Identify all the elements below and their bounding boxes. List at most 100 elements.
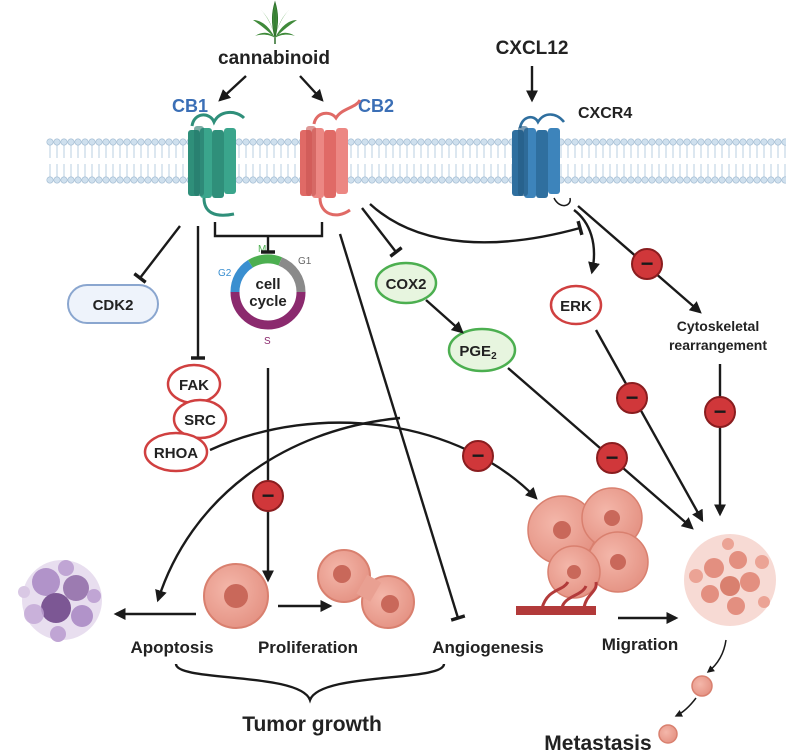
cytoskeletal-label-line2: rearrangement <box>669 337 767 353</box>
cb2-receptor <box>300 99 362 217</box>
lipid-head <box>606 138 614 146</box>
lipid-head <box>781 176 786 184</box>
inhibit-badge-cxcr4-cyto: − <box>631 248 663 280</box>
lipid-head <box>655 176 663 184</box>
lipid-head <box>375 138 383 146</box>
cdk2-node: CDK2 <box>67 284 159 324</box>
cannabis-leaf-icon <box>253 0 297 44</box>
lipid-head <box>746 176 754 184</box>
arrow-cannabinoid-to-cb2 <box>299 75 324 102</box>
metastatic-cell-small-2 <box>658 724 678 744</box>
tumor-growth-brace <box>174 663 446 704</box>
arrow-metastasis-1 <box>706 639 727 673</box>
lipid-head <box>368 138 376 146</box>
lipid-head <box>270 138 278 146</box>
bracket-cb1-cb2 <box>213 222 324 238</box>
apoptotic-cell-illustration <box>18 560 102 642</box>
lipid-head <box>284 176 292 184</box>
lipid-head <box>179 176 187 184</box>
cxcl12-label: CXCL12 <box>496 38 569 59</box>
lipid-head <box>655 138 663 146</box>
lipid-head <box>676 138 684 146</box>
fak-label: FAK <box>179 377 209 394</box>
lipid-head <box>613 176 621 184</box>
lipid-head <box>711 176 719 184</box>
lipid-head <box>466 138 474 146</box>
lipid-head <box>585 176 593 184</box>
src-label: SRC <box>184 412 216 429</box>
lipid-head <box>361 138 369 146</box>
lipid-head <box>347 176 355 184</box>
cb1-label: CB1 <box>172 96 208 116</box>
cb2-label: CB2 <box>358 96 394 116</box>
lipid-head <box>690 138 698 146</box>
lipid-head <box>459 138 467 146</box>
lipid-head <box>592 138 600 146</box>
lipid-head <box>109 176 117 184</box>
lipid-head <box>235 138 243 146</box>
lipid-head <box>88 138 96 146</box>
cell-membrane <box>46 138 786 184</box>
angiogenesis-label: Angiogenesis <box>432 638 543 657</box>
lipid-head <box>389 138 397 146</box>
lipid-head <box>592 176 600 184</box>
lipid-head <box>459 176 467 184</box>
lipid-head <box>270 176 278 184</box>
cox2-label: COX2 <box>386 276 427 293</box>
lipid-head <box>487 176 495 184</box>
lipid-head <box>46 138 54 146</box>
lipid-head <box>256 176 264 184</box>
lipid-head <box>249 138 257 146</box>
svg-text:−: − <box>714 399 727 424</box>
lipid-head <box>81 138 89 146</box>
lipid-head <box>242 176 250 184</box>
lipid-head <box>67 138 75 146</box>
cytoskeletal-label-line1: Cytoskeletal <box>677 318 759 334</box>
lipid-head <box>767 138 775 146</box>
lipid-head <box>88 176 96 184</box>
lipid-head <box>74 138 82 146</box>
inhibit-cb2-angiogenesis <box>338 233 466 622</box>
lipid-head <box>480 138 488 146</box>
apoptosis-label: Apoptosis <box>130 638 213 657</box>
lipid-head <box>676 176 684 184</box>
lipid-head <box>396 176 404 184</box>
lipid-head <box>767 176 775 184</box>
lipid-head <box>774 138 782 146</box>
lipid-head <box>368 176 376 184</box>
svg-text:−: − <box>262 483 275 508</box>
inhibit-badge-rhoa: − <box>462 440 494 472</box>
cell-cycle-ring: cell cycle M G1 G2 S <box>218 244 312 347</box>
lipid-head <box>466 176 474 184</box>
lipid-head <box>725 176 733 184</box>
lipid-head <box>116 176 124 184</box>
lipid-head <box>648 176 656 184</box>
lipid-head <box>284 138 292 146</box>
lipid-head <box>704 176 712 184</box>
lipid-head <box>172 138 180 146</box>
lipid-head <box>424 138 432 146</box>
lipid-head <box>599 138 607 146</box>
cell-cycle-label-line1: cell <box>255 276 280 293</box>
lipid-head <box>690 176 698 184</box>
arrow-cox2-pge2 <box>425 299 464 334</box>
lipid-head <box>151 176 159 184</box>
arrow-metastasis-2 <box>674 697 697 717</box>
lipid-head <box>403 138 411 146</box>
lipid-head <box>697 138 705 146</box>
lipid-head <box>179 138 187 146</box>
lipid-head <box>487 138 495 146</box>
lipid-head <box>669 138 677 146</box>
lipid-head <box>718 176 726 184</box>
arrow-cxcr4-erk <box>573 209 600 275</box>
inhibit-cb2-cox2 <box>361 207 403 258</box>
lipid-head <box>585 138 593 146</box>
lipid-head <box>417 176 425 184</box>
lipid-head <box>683 176 691 184</box>
lipid-head <box>578 138 586 146</box>
lipid-head <box>410 138 418 146</box>
lipid-head <box>711 138 719 146</box>
lipid-head <box>760 176 768 184</box>
lipid-head <box>277 176 285 184</box>
lipid-head <box>732 138 740 146</box>
